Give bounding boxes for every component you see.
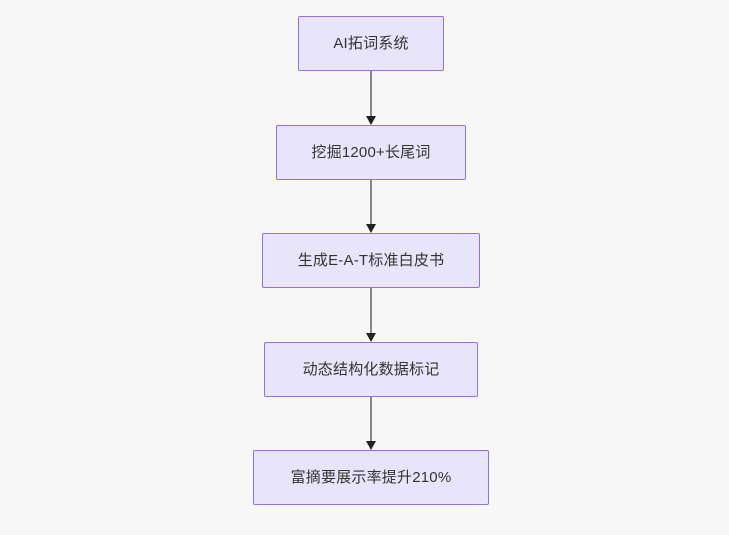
connector-arrow-1 xyxy=(365,71,377,125)
connector-line xyxy=(370,71,372,117)
flowchart-node-label: 生成E-A-T标准白皮书 xyxy=(297,251,445,269)
connector-line xyxy=(370,288,372,334)
connector-line xyxy=(370,397,372,442)
flowchart-node-2[interactable]: 挖掘1200+长尾词 xyxy=(276,125,466,180)
arrowhead-icon xyxy=(366,441,376,450)
arrowhead-icon xyxy=(366,116,376,125)
connector-arrow-4 xyxy=(365,397,377,450)
arrowhead-icon xyxy=(366,333,376,342)
flowchart-node-5[interactable]: 富摘要展示率提升210% xyxy=(253,450,489,505)
arrowhead-icon xyxy=(366,224,376,233)
connector-arrow-3 xyxy=(365,288,377,342)
flowchart-node-4[interactable]: 动态结构化数据标记 xyxy=(264,342,478,397)
flowchart-node-label: 动态结构化数据标记 xyxy=(302,360,440,378)
connector-line xyxy=(370,180,372,225)
flowchart-node-3[interactable]: 生成E-A-T标准白皮书 xyxy=(262,233,480,288)
flowchart-node-1[interactable]: AI拓词系统 xyxy=(298,16,444,71)
flowchart-node-label: 富摘要展示率提升210% xyxy=(290,468,452,486)
flowchart-node-label: 挖掘1200+长尾词 xyxy=(311,143,431,161)
connector-arrow-2 xyxy=(365,180,377,233)
flowchart-node-label: AI拓词系统 xyxy=(333,34,409,52)
